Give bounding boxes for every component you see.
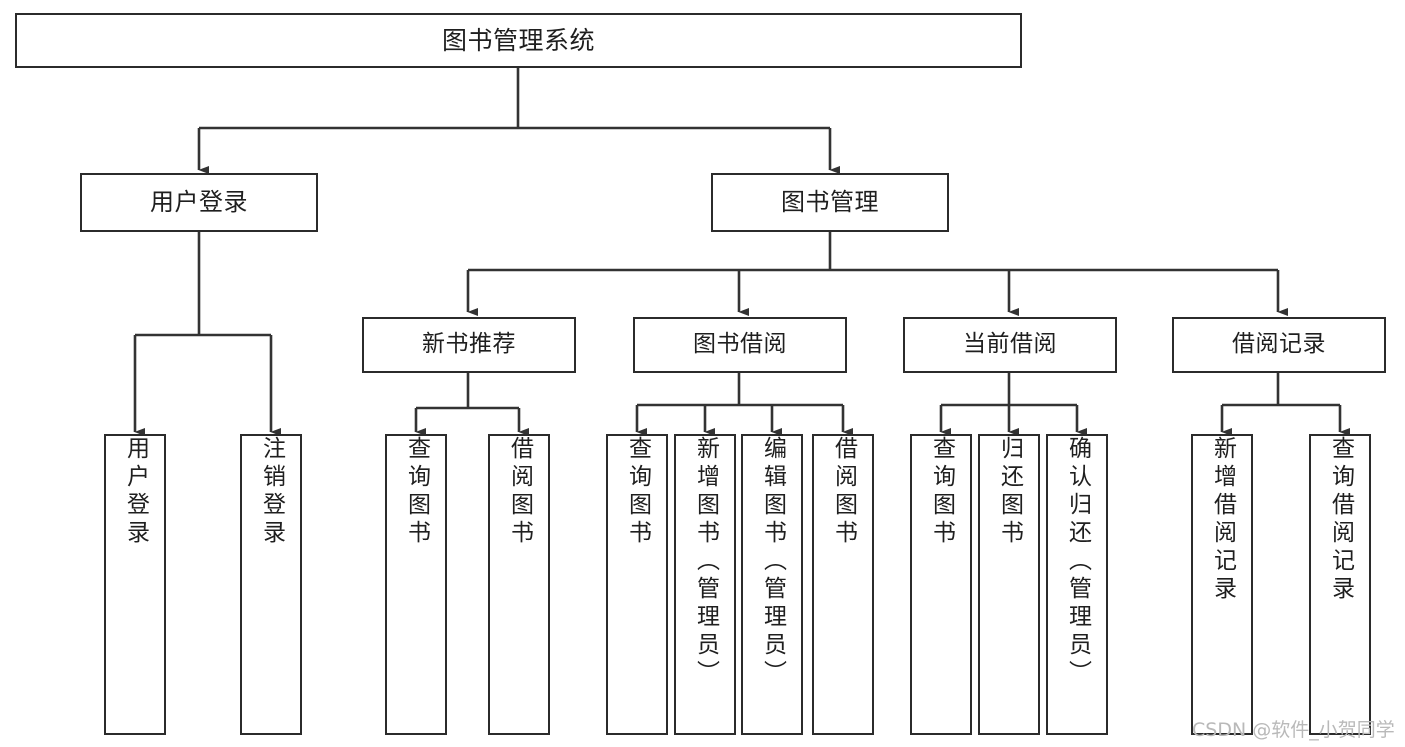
node-label: 用户登录 xyxy=(150,188,248,217)
leaf-new-book-borrow-book[interactable]: 借阅图书 xyxy=(488,434,550,735)
leaf-new-book-query-book[interactable]: 查询图书 xyxy=(385,434,447,735)
node-label: 图书借阅 xyxy=(693,331,787,358)
node-book-borrow[interactable]: 图书借阅 xyxy=(633,317,847,373)
node-label: 查询借阅记录 xyxy=(1327,436,1354,604)
csdn-watermark: CSDN @软件_小贺同学 xyxy=(1192,719,1395,741)
leaf-borrow-record-add-record[interactable]: 新增借阅记录 xyxy=(1191,434,1253,735)
node-label: 借阅图书 xyxy=(830,436,857,548)
node-label: 归还图书 xyxy=(996,436,1023,548)
leaf-user-login-login[interactable]: 用户登录 xyxy=(104,434,166,735)
node-book-management[interactable]: 图书管理 xyxy=(711,173,949,232)
node-label: 新增图书（管理员） xyxy=(692,436,719,688)
node-label: 编辑图书（管理员） xyxy=(759,436,786,688)
node-label: 查询图书 xyxy=(403,436,430,548)
node-user-login[interactable]: 用户登录 xyxy=(80,173,318,232)
node-label: 用户登录 xyxy=(122,436,149,548)
node-label: 查询图书 xyxy=(624,436,651,548)
leaf-book-borrow-edit-book-admin[interactable]: 编辑图书（管理员） xyxy=(741,434,803,735)
node-label: 图书管理系统 xyxy=(441,25,595,55)
leaf-user-login-logout[interactable]: 注销登录 xyxy=(240,434,302,735)
leaf-book-borrow-query-book[interactable]: 查询图书 xyxy=(606,434,668,735)
leaf-book-borrow-borrow-book[interactable]: 借阅图书 xyxy=(812,434,874,735)
leaf-borrow-record-query-record[interactable]: 查询借阅记录 xyxy=(1309,434,1371,735)
leaf-book-borrow-add-book-admin[interactable]: 新增图书（管理员） xyxy=(674,434,736,735)
node-label: 新书推荐 xyxy=(422,331,516,358)
node-label: 图书管理 xyxy=(781,188,879,217)
node-label: 查询图书 xyxy=(928,436,955,548)
node-new-book-recommend[interactable]: 新书推荐 xyxy=(362,317,576,373)
node-label: 借阅图书 xyxy=(506,436,533,548)
leaf-current-borrow-return-book[interactable]: 归还图书 xyxy=(978,434,1040,735)
node-borrow-record[interactable]: 借阅记录 xyxy=(1172,317,1386,373)
node-label: 当前借阅 xyxy=(963,331,1057,358)
node-label: 确认归还（管理员） xyxy=(1064,436,1091,688)
node-root-book-management-system[interactable]: 图书管理系统 xyxy=(15,13,1022,68)
leaf-current-borrow-confirm-return-admin[interactable]: 确认归还（管理员） xyxy=(1046,434,1108,735)
leaf-current-borrow-query-book[interactable]: 查询图书 xyxy=(910,434,972,735)
node-label: 新增借阅记录 xyxy=(1209,436,1236,604)
node-label: 借阅记录 xyxy=(1232,331,1326,358)
node-label: 注销登录 xyxy=(258,436,285,548)
node-current-borrow[interactable]: 当前借阅 xyxy=(903,317,1117,373)
